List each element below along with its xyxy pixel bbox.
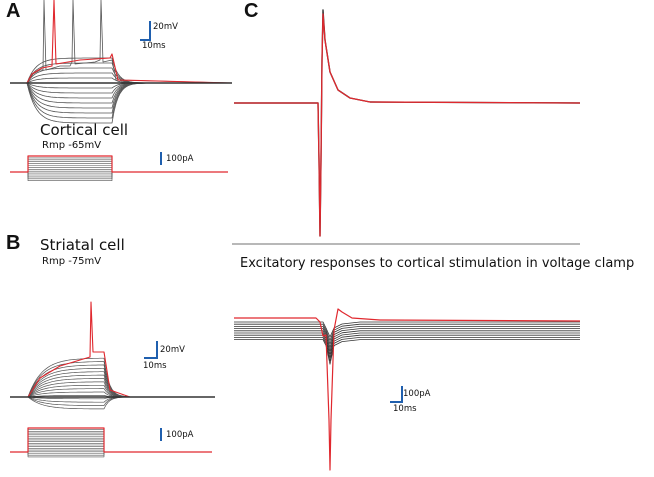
panel-b-rmp: Rmp -75mV	[42, 256, 102, 267]
panel-c-scale-current: 100pA	[403, 389, 431, 399]
panel-c-traces	[234, 9, 581, 471]
striatal-current-step	[27, 443, 105, 452]
panel-a-letter: A	[6, 0, 21, 22]
cortical-current-step	[27, 169, 113, 172]
epsc-trace	[234, 326, 580, 345]
cortical-current-step	[27, 172, 113, 178]
epsc-red-trace	[234, 308, 581, 471]
striatal-red-trace	[10, 301, 215, 398]
epsc-trace	[234, 328, 580, 348]
cortical-current-step	[27, 172, 113, 181]
panel-b-title: Striatal cell	[40, 236, 125, 254]
cortical-current-step	[27, 161, 113, 172]
panel-b-letter: B	[6, 232, 21, 254]
striatal-current-step	[27, 452, 105, 458]
epsc-trace	[234, 330, 580, 351]
panel-a-traces	[10, 0, 233, 181]
scale-bars	[140, 21, 403, 441]
cortical-current-red	[10, 155, 228, 173]
cortical-red-trace	[10, 0, 233, 84]
epsc-trace	[234, 339, 580, 365]
panel-a-scale-voltage: 20mV	[153, 22, 178, 32]
cortical-current-step	[27, 163, 113, 172]
cortical-stim-response-black	[234, 9, 581, 237]
cortical-current-step	[27, 172, 113, 176]
cortical-spiking-trace	[10, 0, 233, 84]
epsc-trace	[234, 334, 580, 358]
cortical-stim-response-red	[234, 13, 581, 237]
panel-b-traces	[10, 301, 215, 458]
striatal-current-red	[10, 427, 212, 453]
epsc-trace	[234, 337, 580, 362]
panel-a-scale-time: 10ms	[142, 41, 166, 51]
striatal-current-step	[27, 446, 105, 452]
panel-b-scale-current: 100pA	[166, 430, 194, 440]
cortical-current-step	[27, 170, 113, 172]
panel-a-scale-current: 100pA	[166, 154, 194, 164]
panel-a-rmp: Rmp -65mV	[42, 140, 102, 151]
panel-b-scale-voltage: 20mV	[160, 345, 185, 355]
panel-c-scale-time: 10ms	[393, 404, 417, 414]
cortical-current-step	[27, 172, 113, 174]
panel-a-title: Cortical cell	[40, 121, 129, 139]
striatal-current-step	[27, 452, 105, 454]
striatal-current-step	[27, 432, 105, 452]
epsc-trace	[234, 323, 580, 341]
panel-c-letter: C	[244, 0, 259, 22]
striatal-current-step	[27, 436, 105, 452]
panel-c-caption: Excitatory responses to cortical stimula…	[240, 256, 635, 271]
epsc-trace	[234, 332, 580, 355]
panel-b-scale-time: 10ms	[143, 361, 167, 371]
